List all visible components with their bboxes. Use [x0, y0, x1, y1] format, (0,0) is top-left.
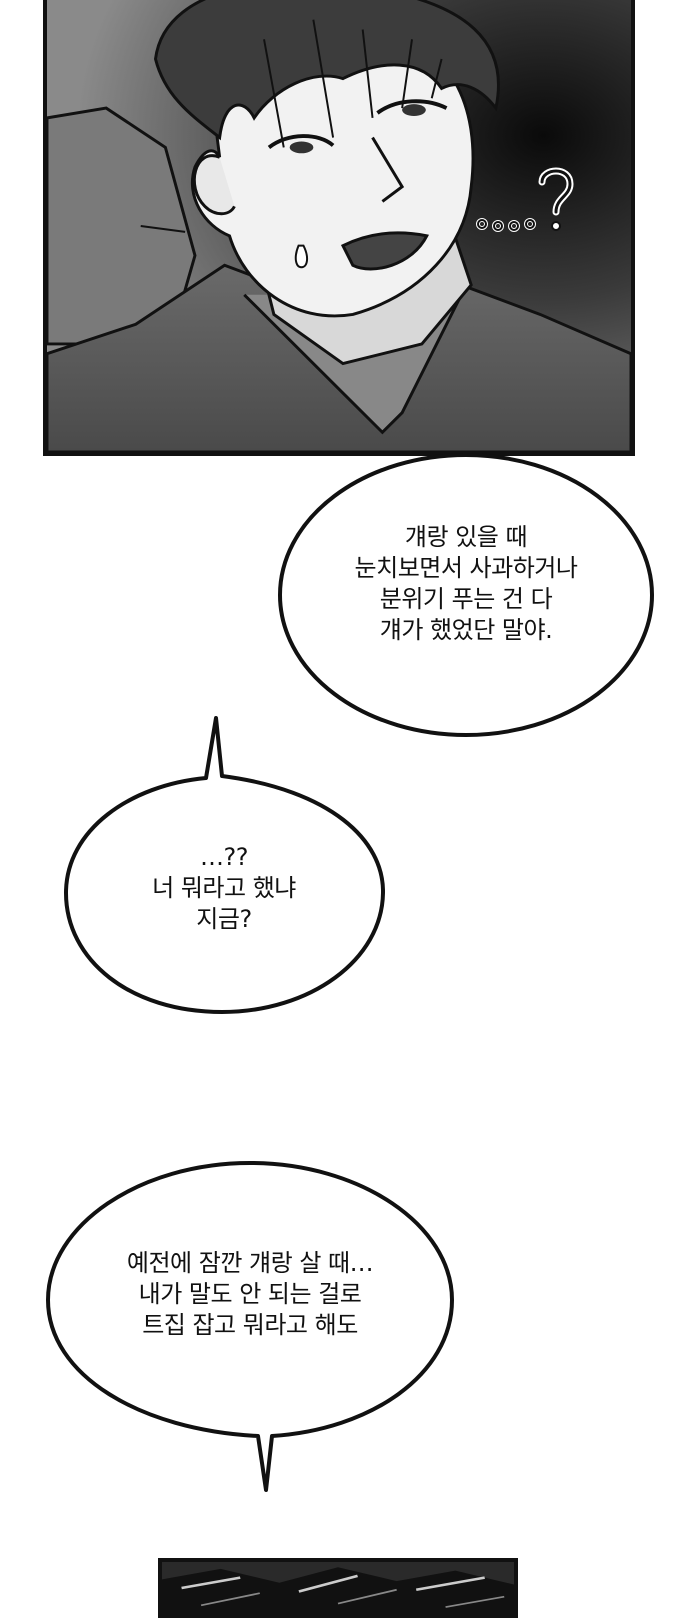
bubble-second-line: …??: [200, 843, 248, 871]
reaction-sfx: [470, 160, 580, 240]
bubble-third-line: 내가 말도 안 되는 걸로: [138, 1280, 362, 1308]
speech-bubble-first: [278, 453, 654, 737]
bubble-third-line: 예전에 잠깐 걔랑 살 때…: [126, 1249, 374, 1277]
bubble-first-line: 분위기 푸는 건 다: [379, 585, 553, 613]
manga-panel-top: [43, 0, 635, 456]
bubble-first-line: 걔랑 있을 때: [404, 523, 528, 551]
bubble-third-line: 트집 잡고 뭐라고 해도: [142, 1311, 358, 1339]
bubble-first-text: 걔랑 있을 때 눈치보면서 사과하거나 분위기 푸는 건 다 걔가 했었단 말야…: [316, 522, 616, 646]
speech-bubble-second: [64, 716, 386, 1014]
manga-panel-bottom: [158, 1558, 518, 1618]
question-dots-icon: [476, 167, 574, 232]
manga-character-icon: [47, 0, 631, 452]
bubble-first-line: 눈치보면서 사과하거나: [354, 554, 578, 582]
manga-panel-icon: [162, 1562, 514, 1614]
bubble-second-text: …?? 너 뭐라고 했냐 지금?: [104, 842, 344, 935]
bubble-third-text: 예전에 잠깐 걔랑 살 때… 내가 말도 안 되는 걸로 트집 잡고 뭐라고 해…: [90, 1248, 410, 1341]
bubble-second-line: 너 뭐라고 했냐: [152, 874, 296, 902]
speech-bubble-third: [46, 1161, 454, 1492]
bubble-first-line: 걔가 했었단 말야.: [379, 616, 553, 644]
bubble-second-line: 지금?: [196, 905, 252, 933]
